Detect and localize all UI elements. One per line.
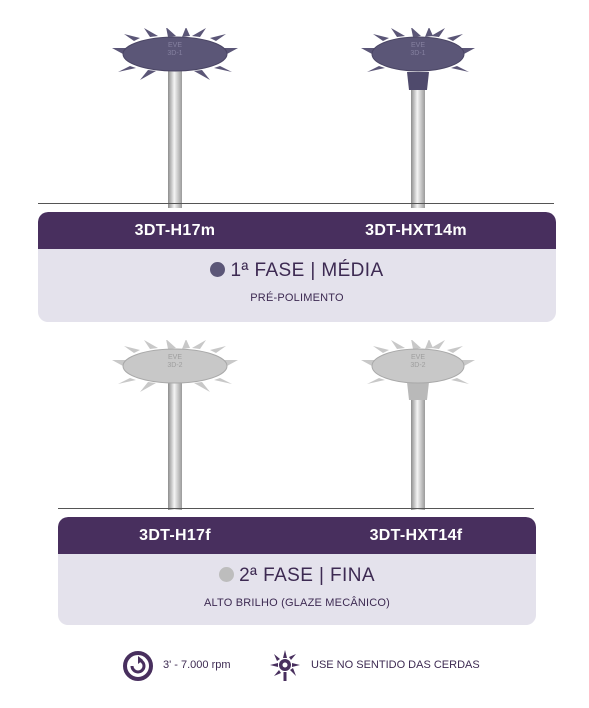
- brush-engraving: EVE: [411, 354, 425, 361]
- divider-line: [38, 203, 554, 204]
- brush-3dt-hxt14m-image: EVE 3D-1: [361, 28, 475, 208]
- phase1-card: 3DT-H17m 3DT-HXT14m 1ª FASE | MÉDIA PRÉ-…: [38, 212, 556, 322]
- divider-line: [58, 508, 534, 509]
- brush-engraving: EVE: [168, 354, 182, 361]
- brush-head: [361, 28, 475, 72]
- brush-head: [112, 340, 238, 392]
- phase1-subtitle: PRÉ-POLIMENTO: [250, 292, 344, 304]
- brush-head: [361, 340, 475, 384]
- phase2-header: 3DT-H17f 3DT-HXT14f: [58, 517, 536, 554]
- brush-engraving: 3D-2: [167, 362, 182, 369]
- brush-engraving: 3D-2: [410, 362, 425, 369]
- direction-text: USE NO SENTIDO DAS CERDAS: [311, 659, 480, 671]
- product-label-3dt-hxt14m: 3DT-HXT14m: [365, 222, 467, 239]
- phase2-title-row: 2ª FASE | FINA: [58, 565, 536, 587]
- phase1-dot: [210, 262, 226, 277]
- brush-engraving: 3D-1: [410, 50, 425, 57]
- brush-engraving: 3D-1: [167, 50, 182, 57]
- product-label-3dt-h17m: 3DT-H17m: [134, 222, 216, 239]
- phase2-dot: [219, 567, 235, 582]
- brush-engraving: EVE: [168, 42, 182, 49]
- bristle-direction-icon: [270, 650, 300, 681]
- brush-head: [112, 28, 238, 80]
- phase2-card: 3DT-H17f 3DT-HXT14f 2ª FASE | FINA ALTO …: [58, 517, 536, 625]
- brush-3dt-h17m-image: EVE 3D-1: [112, 28, 238, 208]
- rpm-text: 3' - 7.000 rpm: [163, 659, 231, 671]
- brush-3dt-h17f-image: EVE 3D-2: [112, 340, 238, 510]
- phase1-title-row: 1ª FASE | MÉDIA: [38, 260, 556, 282]
- product-label-3dt-hxt14f: 3DT-HXT14f: [369, 527, 463, 544]
- phase1-header: 3DT-H17m 3DT-HXT14m: [38, 212, 556, 249]
- rotation-icon: [123, 651, 153, 681]
- brush-engraving: EVE: [411, 42, 425, 49]
- phase1-title: 1ª FASE | MÉDIA: [230, 260, 384, 281]
- phase2-subtitle: ALTO BRILHO (GLAZE MECÂNICO): [203, 597, 391, 609]
- product-label-3dt-h17f: 3DT-H17f: [139, 527, 211, 544]
- brush-3dt-hxt14f-image: EVE 3D-2: [361, 340, 475, 510]
- phase2-title: 2ª FASE | FINA: [239, 565, 375, 586]
